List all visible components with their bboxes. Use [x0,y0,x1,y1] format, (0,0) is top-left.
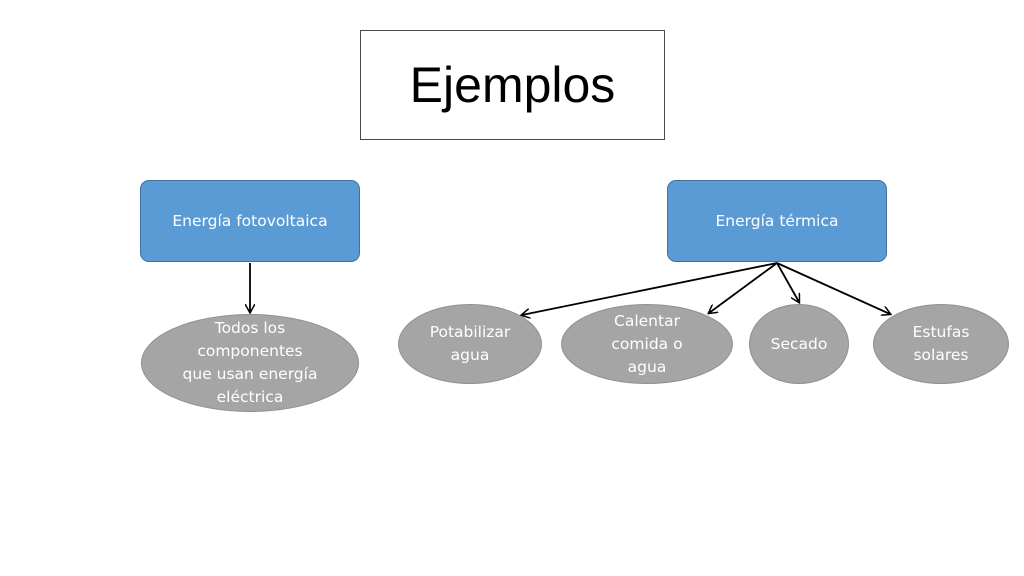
category-label: Energía térmica [715,212,839,230]
category-fotovoltaica: Energía fotovoltaica [140,180,360,262]
arrow-termica-to-secado [776,262,799,302]
arrow-termica-to-potabilizar [522,262,778,315]
example-calentar-comida: Calentar comida o agua [561,304,733,384]
example-potabilizar-agua: Potabilizar agua [398,304,542,384]
example-secado: Secado [749,304,849,384]
example-todos-componentes: Todos los componentes que usan energía e… [141,314,359,412]
page-title: Ejemplos [409,57,616,113]
title-box: Ejemplos [360,30,665,140]
category-label: Energía fotovoltaica [172,212,328,230]
arrow-termica-to-calentar [709,262,778,313]
example-label: Calentar comida o agua [611,311,683,376]
example-label: Secado [770,334,828,353]
category-termica: Energía térmica [667,180,887,262]
arrow-termica-to-estufas [776,262,890,314]
example-label: Estufas solares [912,323,970,364]
example-label: Todos los componentes que usan energía e… [182,319,318,406]
example-estufas-solares: Estufas solares [873,304,1009,384]
example-label: Potabilizar agua [429,323,511,364]
